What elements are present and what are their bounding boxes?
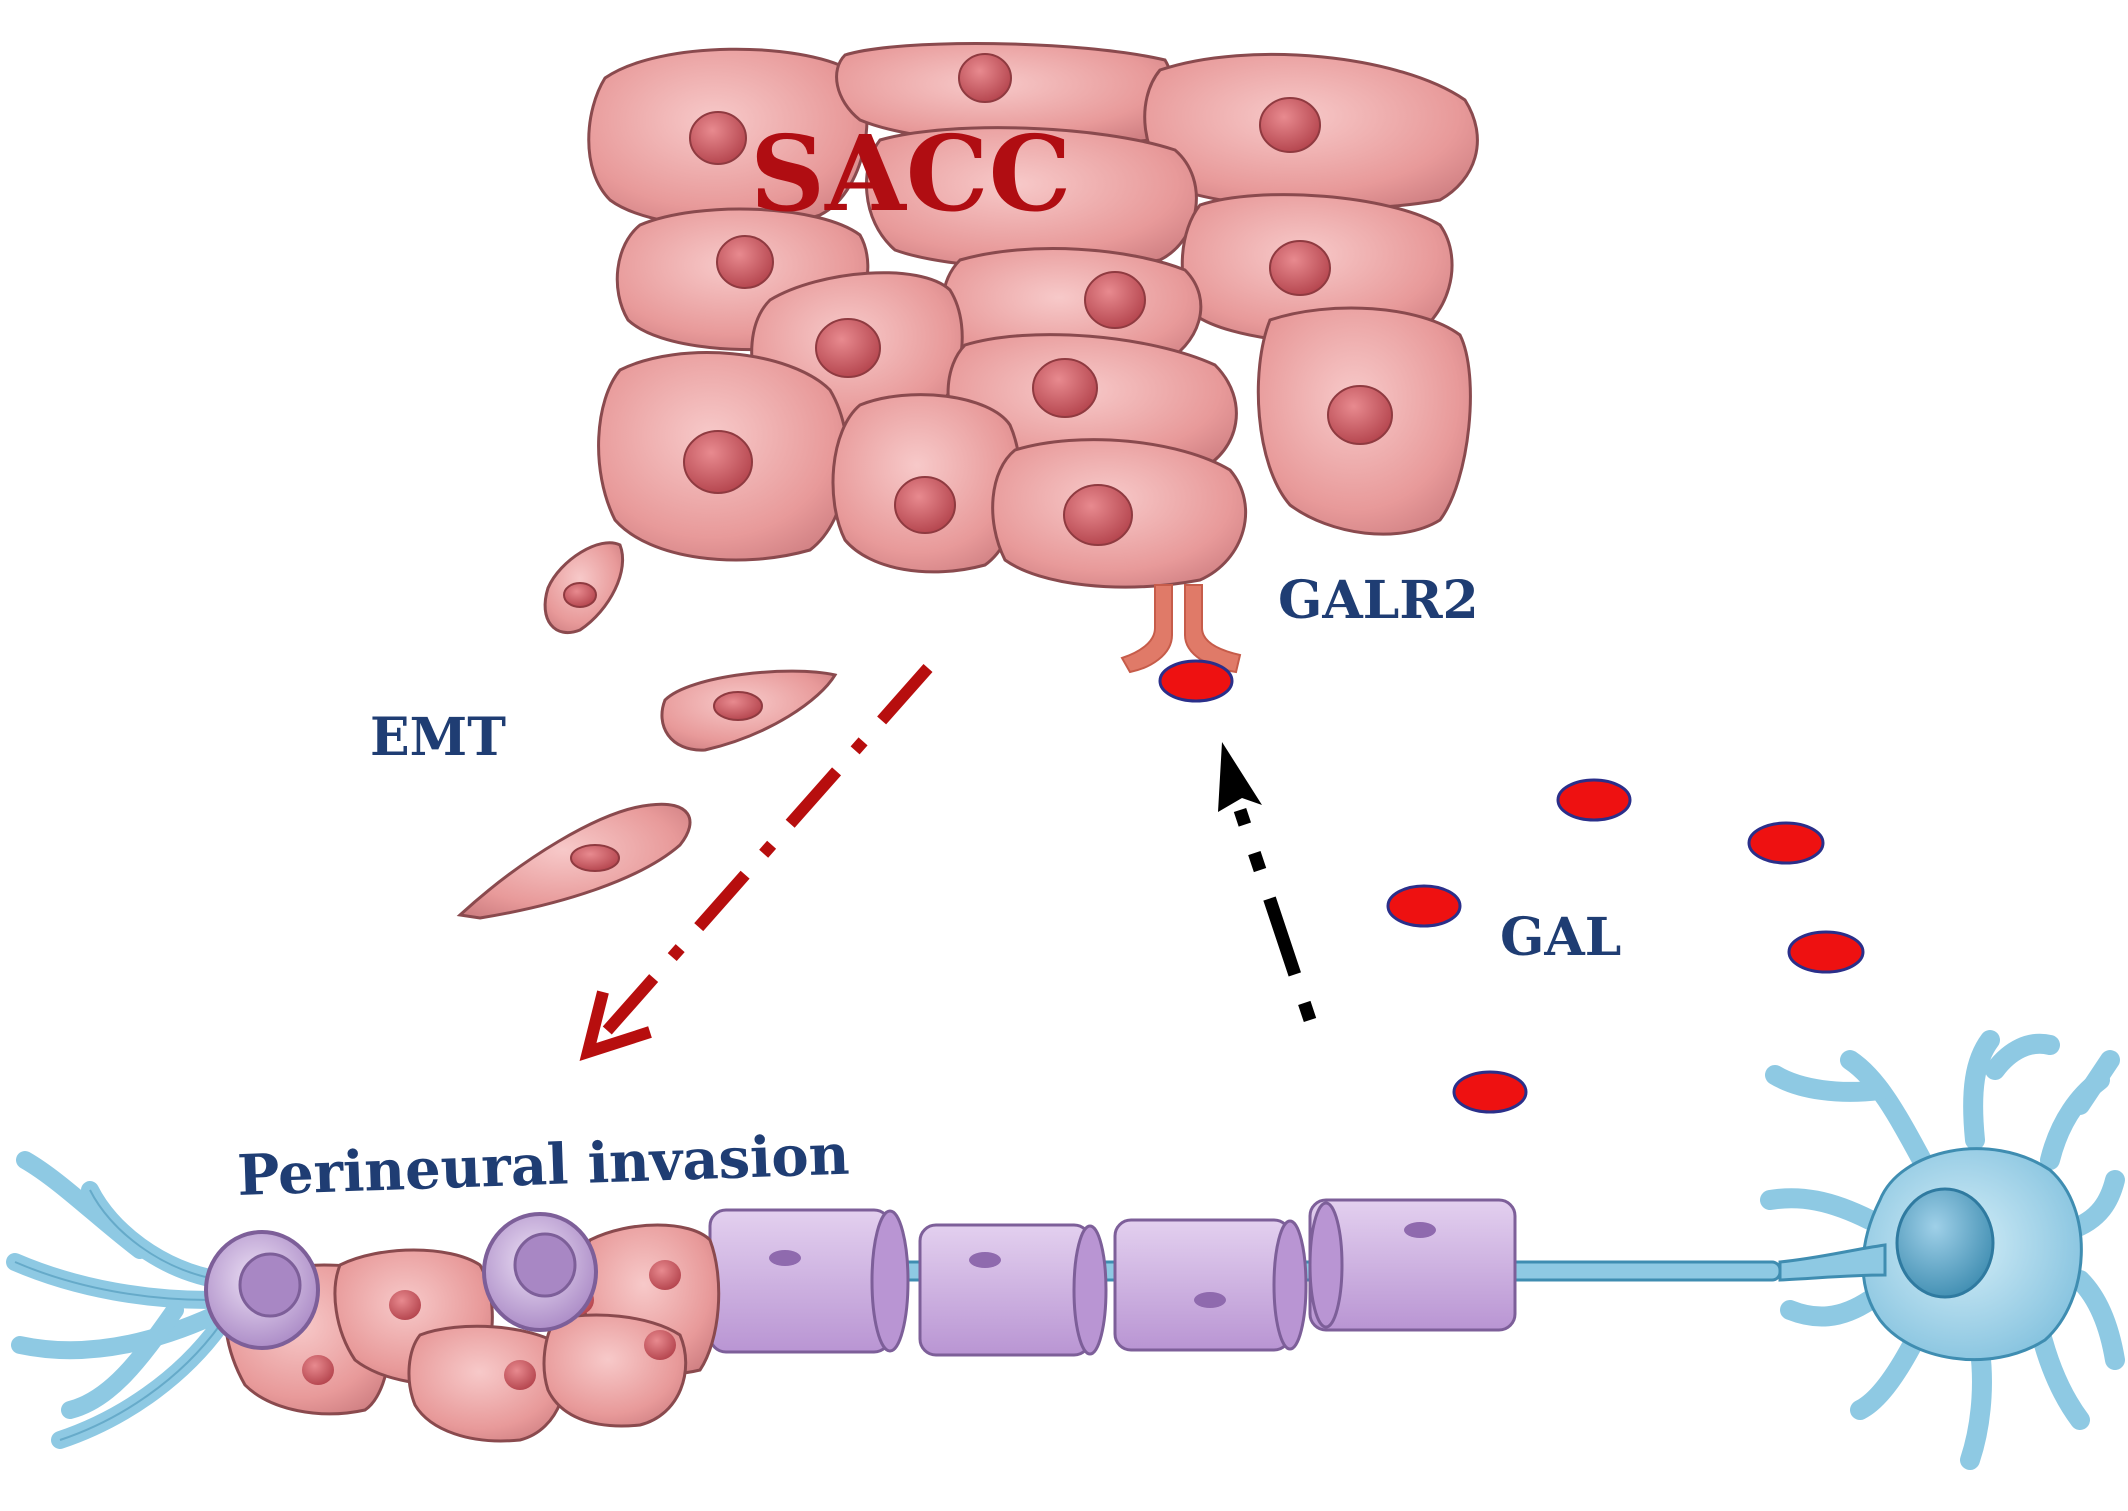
emt-label: EMT [370,707,506,768]
migrating-cell [660,669,838,752]
schwann-nucleus [1404,1222,1436,1238]
invading-cell-nucleus [389,1290,421,1320]
nerve [6,1030,2125,1470]
tumor-cell-nucleus [1063,484,1133,546]
tumor-cell [991,438,1247,589]
schwann-cell [482,1212,598,1332]
galanin-molecule-bound [1158,659,1234,703]
migrating-cell [543,541,625,635]
tumor-cell [597,351,849,562]
schwann-nucleus [969,1252,1001,1268]
tumor-cell-nucleus [894,476,956,534]
invading-cell-nucleus [504,1360,536,1390]
invading-cell-nucleus [302,1355,334,1385]
red-arrowhead-icon [579,990,652,1062]
tumor-cell [587,47,869,229]
schwann-nucleus [1194,1292,1226,1308]
migrating-cell-nucleus [570,844,620,872]
galanin-molecule [1787,930,1865,974]
galanin-molecule [1747,821,1825,865]
emt-migrating-cells [456,541,838,920]
tumor-label: SACC [750,112,1071,235]
galanin-molecule [1386,884,1462,928]
tumor-cell [835,42,1174,147]
perineural-invasion-label: Perineural invasion [236,1122,850,1209]
red-dash-dot-arrow [579,664,933,1062]
gal-label: GAL [1500,907,1621,968]
galanin-molecule [1556,778,1632,822]
tumor-cell [865,126,1198,271]
tumor-cell-nucleus [716,235,774,289]
neuron-cell-body [1760,1030,2125,1470]
invading-cell-nucleus [649,1260,681,1290]
tumor-cell-nucleus [1032,358,1098,418]
schwann-nucleus [769,1250,801,1266]
invading-cell-nucleus [644,1330,676,1360]
galr2-label: GALR2 [1278,570,1479,631]
myelin-sheath [1308,1198,1517,1332]
migrating-cell-nucleus [713,691,763,721]
tumor-cell-nucleus [683,430,753,494]
myelin-sheath [1113,1218,1308,1352]
black-dash-dot-arrow [1218,742,1317,1023]
myelin-sheath [918,1223,1108,1357]
galanin-molecule [1452,1070,1528,1114]
invading-tumor-cells [223,1223,721,1443]
tumor-cell-nucleus [1084,271,1146,329]
tumor-cell-nucleus [689,111,747,165]
black-arrowhead-icon [1218,742,1262,812]
tumor-cell [831,393,1022,574]
tumor-cell-nucleus [1269,240,1331,296]
migrating-cell-nucleus [563,582,597,608]
left-dendrites-outline [14,1189,221,1441]
tumor-cell [1256,306,1472,536]
tumor-cell-nucleus [958,53,1012,103]
galr2-receptor-icon [1120,584,1242,674]
tumor-cell-nucleus [815,318,881,378]
galanin-molecules [1158,659,1865,1114]
tumor-cell-cluster [587,42,1479,589]
neuron-nucleus [1895,1187,1995,1299]
schwann-cell [204,1230,320,1350]
migrating-cell [456,802,692,920]
tumor-cell [1180,193,1454,346]
myelin-sheath [708,1208,910,1354]
tumor-cell-nucleus [1259,97,1321,153]
tumor-cell-nucleus [1327,385,1393,445]
